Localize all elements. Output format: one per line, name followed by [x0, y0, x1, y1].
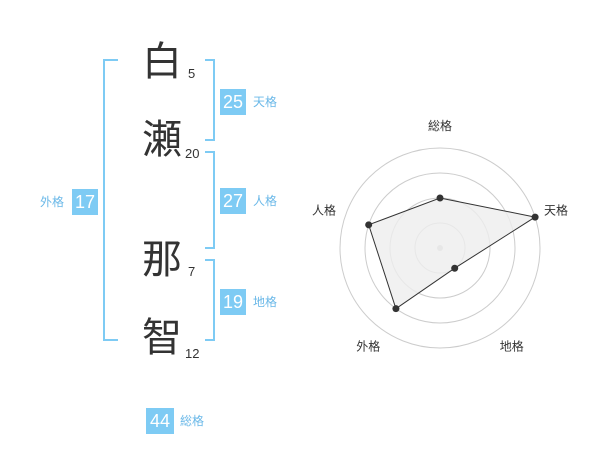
name-char-1: 白	[142, 39, 182, 85]
radar-axis-label-0: 総格	[428, 118, 452, 133]
radar-point-4	[365, 221, 373, 229]
radar-point-2	[451, 264, 459, 272]
name-char-2: 瀬	[142, 117, 182, 163]
radar-grid-ring-4	[339, 147, 541, 349]
jinkaku-bracket	[205, 151, 215, 249]
radar-axis-label-2: 地格	[500, 339, 524, 354]
name-char-3: 那	[142, 237, 182, 283]
tenkaku-bracket	[205, 59, 215, 141]
radar-axis-label-3: 外格	[356, 339, 380, 354]
stroke-count-4: 12	[185, 346, 200, 361]
radar-series-polygon	[368, 197, 537, 310]
radar-axis-label-1: 天格	[544, 202, 568, 217]
stroke-count-2: 20	[185, 146, 200, 161]
name-char-4: 智	[142, 315, 182, 361]
radar-point-1	[531, 213, 539, 221]
chikaku-value: 19	[220, 289, 246, 315]
stroke-count-3: 7	[188, 264, 196, 279]
radar-grid-ring-3	[364, 172, 516, 324]
gaikaku-bracket	[103, 59, 118, 341]
chikaku-bracket	[205, 259, 215, 341]
chikaku-label: 地格	[253, 295, 278, 309]
radar-point-3	[392, 305, 400, 313]
stroke-count-1: 5	[188, 66, 196, 81]
gaikaku-value: 17	[72, 189, 98, 215]
tenkaku-value: 25	[220, 89, 246, 115]
jinkaku-value: 27	[220, 188, 246, 214]
tenkaku-label: 天格	[253, 95, 278, 109]
gaikaku-label: 外格	[40, 195, 65, 209]
radar-point-0	[436, 194, 444, 202]
soukaku-value: 44	[146, 408, 174, 434]
jinkaku-label: 人格	[253, 194, 278, 208]
radar-axis-label-4: 人格	[312, 202, 336, 217]
soukaku-label: 総格	[180, 414, 205, 428]
